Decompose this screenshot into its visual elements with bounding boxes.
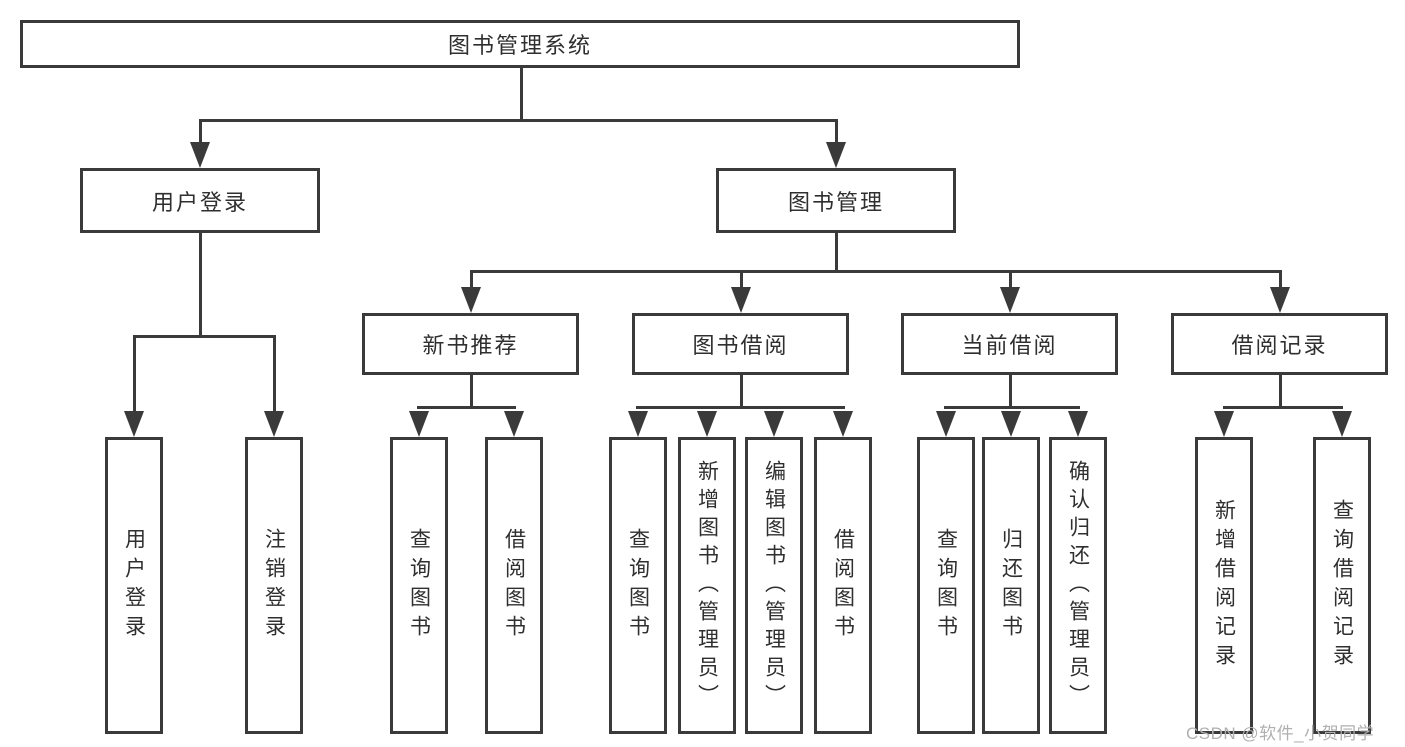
node-label: 当前借阅 — [961, 333, 1058, 358]
connector-line — [636, 406, 845, 409]
node-label: 新增借阅记录 — [1212, 498, 1236, 673]
connector-line — [520, 66, 523, 120]
arrow-down-icon — [1270, 287, 1290, 313]
arrow-down-icon — [1214, 411, 1234, 437]
arrow-down-icon — [1068, 411, 1088, 437]
node-label: 用户登录 — [122, 527, 146, 644]
arrow-down-icon — [190, 142, 210, 168]
arrow-down-icon — [504, 411, 524, 437]
leaf-records-query-record: 查询借阅记录 — [1313, 437, 1371, 734]
arrow-down-icon — [264, 411, 284, 437]
connector-line — [1223, 406, 1343, 409]
arrow-down-icon — [1000, 287, 1020, 313]
node-label: 借阅图书 — [831, 527, 855, 644]
node-borrowing-records: 借阅记录 — [1171, 313, 1388, 375]
connector-line — [133, 335, 276, 338]
node-label: 归还图书 — [999, 527, 1023, 644]
connector-line — [835, 233, 838, 273]
arrow-down-icon — [826, 142, 846, 168]
leaf-recommend-query-books: 查询图书 — [390, 437, 448, 734]
node-label: 图书管理 — [787, 189, 884, 215]
arrow-down-icon — [731, 287, 751, 313]
connector-line — [133, 335, 136, 413]
connector-line — [470, 375, 473, 409]
csdn-watermark: CSDN @软件_小贺同学 — [1186, 724, 1375, 743]
node-label: 图书管理系统 — [447, 33, 592, 58]
arrow-down-icon — [628, 411, 648, 437]
arrow-down-icon — [764, 411, 784, 437]
arrow-down-icon — [1332, 411, 1352, 437]
leaf-current-query-books: 查询图书 — [917, 437, 975, 734]
connector-line — [740, 375, 743, 409]
leaf-borrow-add-books-admin: 新增图书（管理员） — [678, 437, 736, 734]
node-label: 编辑图书（管理员） — [762, 459, 786, 712]
leaf-records-add-record: 新增借阅记录 — [1195, 437, 1253, 734]
connector-line — [273, 335, 276, 413]
leaf-user-login: 用户登录 — [105, 437, 163, 734]
connector-line — [199, 119, 202, 145]
leaf-borrow-query-books: 查询图书 — [609, 437, 667, 734]
connector-line — [470, 270, 473, 289]
connector-line — [417, 406, 516, 409]
node-book-management: 图书管理 — [716, 168, 956, 233]
connector-line — [740, 270, 743, 289]
node-new-book-recommend: 新书推荐 — [362, 313, 579, 375]
leaf-current-confirm-return-admin: 确认归还（管理员） — [1049, 437, 1107, 734]
arrow-down-icon — [409, 411, 429, 437]
node-label: 查询借阅记录 — [1330, 498, 1354, 673]
connector-line — [199, 119, 838, 122]
node-label: 借阅记录 — [1231, 333, 1328, 358]
connector-line — [199, 233, 202, 337]
node-label: 注销登录 — [262, 527, 286, 644]
arrow-down-icon — [1001, 411, 1021, 437]
node-label: 借阅图书 — [502, 527, 526, 644]
leaf-borrow-borrow-books: 借阅图书 — [814, 437, 872, 734]
arrow-down-icon — [124, 411, 144, 437]
arrow-down-icon — [833, 411, 853, 437]
node-label: 查询图书 — [626, 527, 650, 644]
connector-line — [1009, 270, 1012, 289]
connector-line — [1009, 375, 1012, 409]
leaf-borrow-edit-books-admin: 编辑图书（管理员） — [745, 437, 803, 734]
leaf-recommend-borrow-books: 借阅图书 — [485, 437, 543, 734]
connector-line — [944, 406, 1080, 409]
node-label: 查询图书 — [407, 527, 431, 644]
node-library-management-system: 图书管理系统 — [20, 20, 1020, 68]
node-label: 用户登录 — [151, 189, 248, 215]
leaf-logout: 注销登录 — [245, 437, 303, 734]
arrow-down-icon — [936, 411, 956, 437]
arrow-down-icon — [697, 411, 717, 437]
node-current-borrowing: 当前借阅 — [901, 313, 1118, 375]
node-user-login: 用户登录 — [80, 168, 320, 233]
node-label: 图书借阅 — [692, 333, 789, 358]
node-label: 新书推荐 — [422, 333, 519, 358]
connector-line — [470, 270, 1282, 273]
connector-line — [1279, 375, 1282, 409]
arrow-down-icon — [461, 287, 481, 313]
node-label: 新增图书（管理员） — [695, 459, 719, 712]
node-label: 确认归还（管理员） — [1066, 459, 1090, 712]
node-book-borrowing: 图书借阅 — [632, 313, 849, 375]
node-label: 查询图书 — [934, 527, 958, 644]
leaf-current-return-books: 归还图书 — [982, 437, 1040, 734]
connector-line — [835, 119, 838, 145]
connector-line — [1279, 270, 1282, 289]
